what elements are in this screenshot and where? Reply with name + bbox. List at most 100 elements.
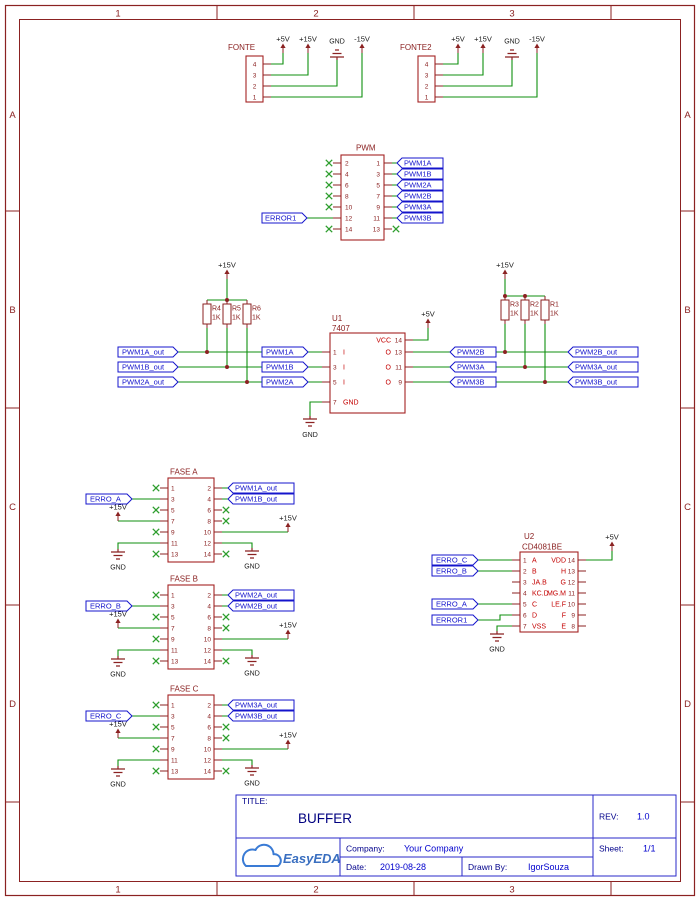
gnd-flag[interactable]: GND (110, 765, 126, 789)
power-flag-15v[interactable]: +15V (279, 514, 297, 533)
gnd-flag[interactable]: GND (110, 548, 126, 572)
connector-fase-c[interactable]: FASE C 1 3 5 7 9 11 13 2 4 6 8 10 12 14 (160, 685, 222, 780)
component-body[interactable] (245, 55, 264, 103)
port-flag-pwm2b-out[interactable]: PWM2B_out (567, 346, 639, 358)
component-body[interactable] (167, 694, 215, 780)
gnd-flag[interactable]: GND (329, 39, 345, 61)
gnd-flag[interactable]: GND (244, 654, 260, 678)
power-flag-5v[interactable]: +5V (421, 310, 435, 329)
power-flag-15v[interactable]: +15V (218, 261, 236, 280)
ic-u1[interactable]: U1 7407 1 3 5 7 I I I GND 14 13 11 9 VCC… (322, 314, 413, 414)
connector-fase-a[interactable]: FASE A 1 3 5 7 9 11 13 2 4 6 8 10 12 14 (160, 468, 222, 563)
ic-u2[interactable]: U2 CD4081BE 1 2 3 4 5 6 7 A B JA.B KC.D … (512, 532, 586, 633)
wire[interactable] (478, 551, 613, 631)
power-flag-15v[interactable]: +15V (496, 261, 514, 280)
pin-number: 11 (171, 648, 178, 655)
gnd-label: GND (110, 565, 126, 572)
power-flag-15v[interactable]: +15V (299, 35, 317, 54)
junction-dot (225, 365, 229, 369)
net-flag-erro-b[interactable]: ERRO_B (431, 565, 479, 577)
component-body[interactable] (340, 154, 385, 241)
port-flag-pwm3a-out[interactable]: PWM3A_out (227, 699, 295, 711)
frame-label: B (684, 305, 690, 316)
power-flag-5v[interactable]: +5V (605, 533, 619, 552)
x-mark (152, 701, 160, 709)
net-flag-pwm1a[interactable]: PWM1A (261, 346, 309, 358)
connector-fonte[interactable]: FONTE 4 3 2 1 (228, 43, 271, 103)
power-flag-15v[interactable]: +15V (279, 621, 297, 640)
port-flag-pwm2b-out[interactable]: PWM2B_out (227, 600, 295, 612)
connector-pwm[interactable]: PWM 2 4 6 8 10 12 14 1 3 5 7 9 11 13 (333, 144, 392, 241)
power-flag-15v[interactable]: +15V (474, 35, 492, 54)
power-flag-neg15v[interactable]: -15V (529, 35, 545, 54)
net-flag-erro-c[interactable]: ERRO_C (85, 710, 133, 722)
net-flag-pwm2a[interactable]: PWM2A (396, 179, 444, 191)
gnd-flag[interactable]: GND (504, 39, 520, 61)
net-flag-erro-a[interactable]: ERRO_A (431, 598, 479, 610)
component-body[interactable] (329, 332, 406, 414)
wire[interactable] (443, 53, 538, 98)
port-flag-pwm1a-out[interactable]: PWM1A_out (227, 482, 295, 494)
port-flag-pwm1b-out[interactable]: PWM1B_out (117, 361, 179, 373)
component-body[interactable] (167, 477, 215, 563)
power-flag-15v[interactable]: +15V (109, 720, 127, 739)
gnd-flag[interactable]: GND (110, 655, 126, 679)
component-body[interactable] (417, 55, 436, 103)
net-flag-pwm2b[interactable]: PWM2B (449, 346, 497, 358)
power-flag-15v[interactable]: +15V (109, 610, 127, 629)
component-body[interactable] (519, 551, 579, 633)
net-flag-pwm3b[interactable]: PWM3B (396, 212, 444, 224)
gnd-flag[interactable]: GND (244, 764, 260, 788)
power-flag-neg15v[interactable]: -15V (354, 35, 370, 54)
port-flag-pwm3a-out[interactable]: PWM3A_out (567, 361, 639, 373)
gnd-flag[interactable]: GND (302, 415, 318, 439)
net-flag-pwm3b[interactable]: PWM3B (449, 376, 497, 388)
wire[interactable] (117, 704, 288, 766)
frame-label: A (684, 110, 691, 121)
connector-fase-b[interactable]: FASE B 1 3 5 7 9 11 13 2 4 6 8 10 12 14 (160, 575, 222, 670)
net-flag-erro-a[interactable]: ERRO_A (85, 493, 133, 505)
net-flag-error1[interactable]: ERROR1 (261, 212, 308, 224)
power-flag-15v[interactable]: +15V (109, 503, 127, 522)
power-flag-5v[interactable]: +5V (276, 35, 290, 54)
power-flag-5v[interactable]: +5V (451, 35, 465, 54)
connector-fonte2[interactable]: FONTE2 4 3 2 1 (400, 43, 443, 103)
gnd-flag[interactable]: GND (244, 547, 260, 571)
net-flag-pwm3a[interactable]: PWM3A (449, 361, 497, 373)
net-flag-erro-b[interactable]: ERRO_B (85, 600, 133, 612)
port-flag-pwm2a-out[interactable]: PWM2A_out (117, 376, 179, 388)
port-flag-pwm3b-out[interactable]: PWM3B_out (227, 710, 295, 722)
port-flag-pwm2a-out[interactable]: PWM2A_out (227, 589, 295, 601)
net-flag-pwm2a[interactable]: PWM2A (261, 376, 309, 388)
gnd-flag[interactable]: GND (489, 630, 505, 654)
wire[interactable] (117, 487, 288, 549)
port-flag-pwm3b-out[interactable]: PWM3B_out (567, 376, 639, 388)
wire[interactable] (307, 162, 397, 219)
wire[interactable] (271, 53, 363, 98)
net-flag-pwm3a[interactable]: PWM3A (396, 201, 444, 213)
net-flag-erro-c[interactable]: ERRO_C (431, 554, 479, 566)
pins (333, 162, 392, 230)
wire[interactable] (117, 594, 288, 656)
pin-number: 12 (568, 580, 576, 587)
port-flag-pwm1a-out[interactable]: PWM1A_out (117, 346, 179, 358)
net-flag-error1[interactable]: ERROR1 (431, 614, 479, 626)
port-flag-pwm1b-out[interactable]: PWM1B_out (227, 493, 295, 505)
net-flag-shape (396, 157, 444, 169)
pin-name: O (386, 350, 392, 357)
junction-dot (205, 350, 209, 354)
net-flag-pwm1b[interactable]: PWM1B (396, 168, 444, 180)
component-body[interactable] (167, 584, 215, 670)
net-flag-pwm1b[interactable]: PWM1B (261, 361, 309, 373)
power-flag-15v[interactable]: +15V (279, 731, 297, 750)
net-flag-pwm1a[interactable]: PWM1A (396, 157, 444, 169)
net-flag-pwm2b[interactable]: PWM2B (396, 190, 444, 202)
pin-name: C (532, 602, 537, 609)
frame-label: A (9, 110, 16, 121)
